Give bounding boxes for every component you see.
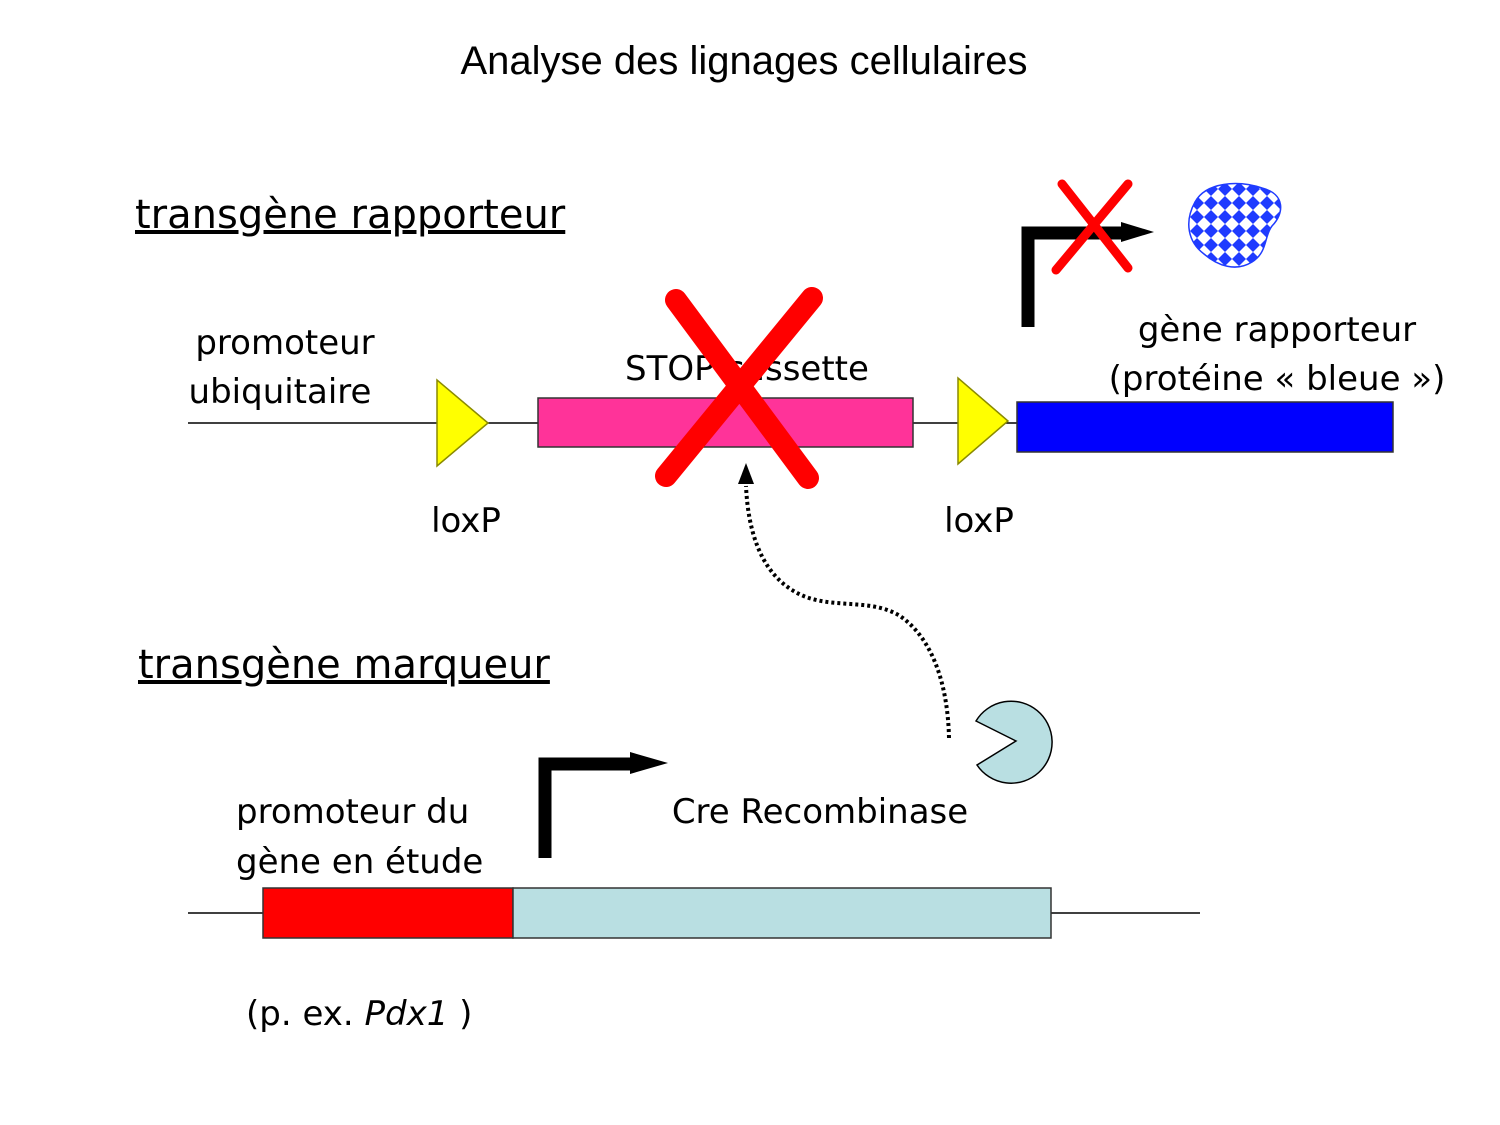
reporter-gene-block xyxy=(1016,401,1394,453)
stop-cassette-cross-icon xyxy=(655,287,823,489)
example-suffix: ) xyxy=(448,994,472,1034)
cre-excision-dotted-arrow-icon xyxy=(738,463,951,739)
cre-recombinase-label: Cre Recombinase xyxy=(672,792,968,832)
loxp-label-1: loxP xyxy=(431,501,501,541)
example-prefix: (p. ex. xyxy=(246,994,365,1034)
gene-promoter-label-line2: gène en étude xyxy=(236,842,483,882)
blue-protein-blob-icon xyxy=(1188,182,1282,268)
loxp-site-2 xyxy=(957,376,1010,466)
reporter-arrow-cross-icon xyxy=(1051,179,1133,275)
marker-heading: transgène marqueur xyxy=(138,642,550,688)
reporter-gene-label: gène rapporteur xyxy=(1138,310,1416,350)
loxp-label-2: loxP xyxy=(944,501,1014,541)
cre-recombinase-block xyxy=(512,887,1052,939)
reporter-gene-label-line2: (protéine « bleue ») xyxy=(1109,359,1446,399)
cre-protein-pacman-icon xyxy=(974,700,1053,784)
gene-promoter-label: promoteur du xyxy=(236,792,469,832)
example-gene-name: Pdx1 xyxy=(365,994,449,1034)
promoter-ubiquitous-label-line2: ubiquitaire xyxy=(189,372,372,412)
marker-bent-arrow-icon xyxy=(538,752,668,858)
reporter-bent-arrow-icon xyxy=(1021,222,1154,327)
promoter-ubiquitous-label: promoteur xyxy=(195,323,374,363)
example-gene-note: (p. ex. Pdx1 ) xyxy=(246,994,472,1034)
slide-title: Analyse des lignages cellulaires xyxy=(461,39,1028,83)
reporter-heading: transgène rapporteur xyxy=(135,192,566,238)
gene-promoter-block xyxy=(262,887,514,939)
loxp-site-1 xyxy=(436,378,490,468)
